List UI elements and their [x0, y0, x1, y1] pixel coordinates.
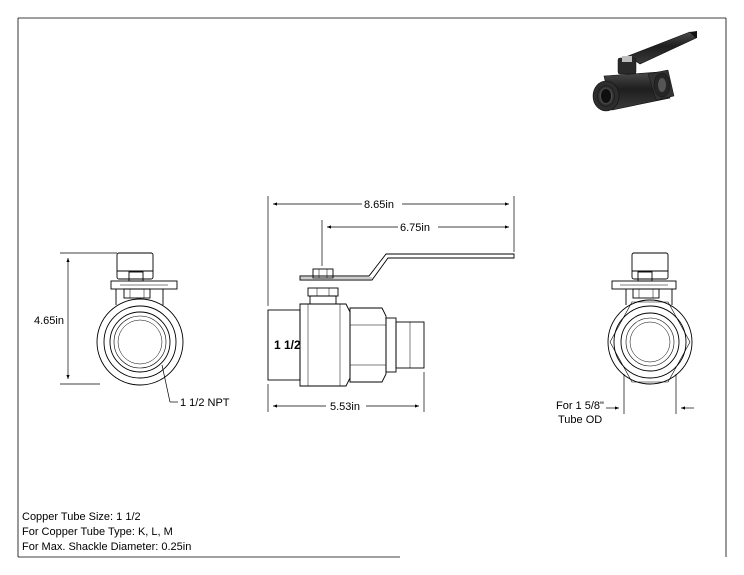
- height-dimension-label: 4.65in: [34, 315, 64, 327]
- valve-right-end-view: [607, 252, 693, 385]
- note-shackle-diameter: For Max. Shackle Diameter: 0.25in: [22, 541, 192, 553]
- valve-isometric-render: [592, 31, 697, 112]
- body-length-dimension: [267, 372, 425, 412]
- valve-left-end-view: [96, 252, 184, 386]
- handle-length-label: 6.75in: [400, 222, 430, 234]
- tube-od-dimension: [606, 374, 694, 414]
- overall-length-label: 8.65in: [364, 199, 394, 211]
- npt-label: 1 1/2 NPT: [180, 397, 230, 409]
- npt-leader: [161, 364, 178, 403]
- height-dimension: [60, 252, 117, 385]
- overall-length-dimension: [267, 196, 515, 306]
- note-copper-tube-size: Copper Tube Size: 1 1/2: [22, 511, 141, 523]
- handle-length-dimension: [321, 220, 509, 266]
- body-length-label: 5.53in: [330, 401, 360, 413]
- valve-front-view: [267, 253, 515, 387]
- tube-od-label-line2: Tube OD: [558, 414, 602, 426]
- note-copper-tube-type: For Copper Tube Type: K, L, M: [22, 526, 173, 538]
- sheet-border: [17, 17, 727, 558]
- port-size-label: 1 1/2: [274, 338, 301, 352]
- tube-od-label-line1: For 1 5/8": [556, 400, 604, 412]
